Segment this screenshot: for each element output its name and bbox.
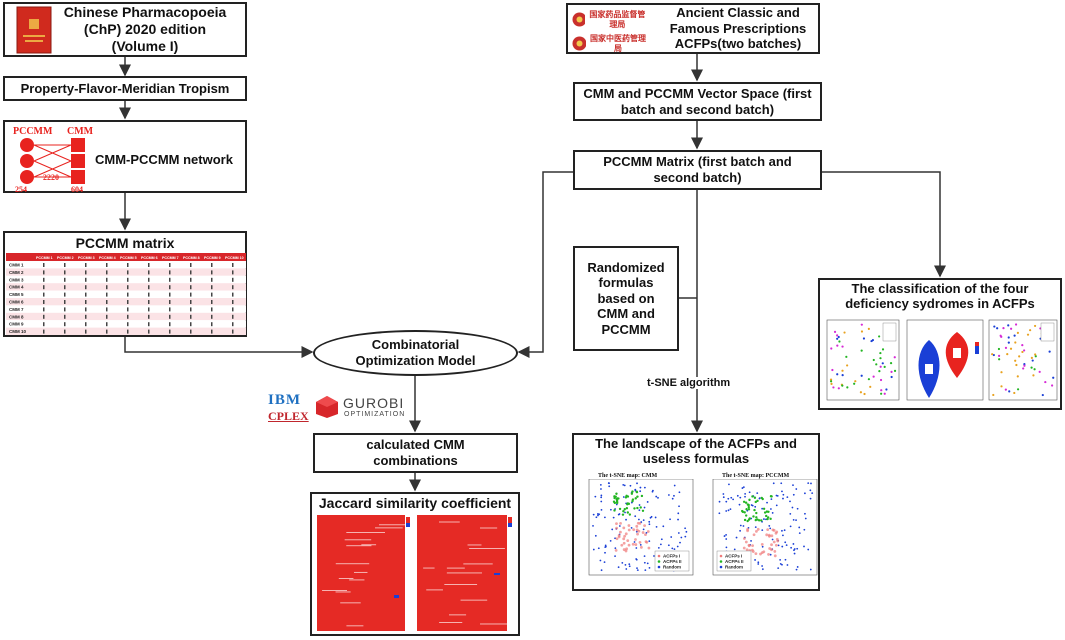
arrow-pccmm-to-optimization bbox=[517, 171, 573, 358]
gurobi-label: GUROBI bbox=[343, 395, 405, 411]
classification-title: The classification of the four deficienc… bbox=[845, 281, 1035, 311]
tsne-legend-entry: ACFPs I bbox=[663, 554, 680, 559]
property-box: Property-Flavor-Meridian Tropism bbox=[3, 76, 247, 101]
matrix-col-header: PCCMM 9 bbox=[204, 256, 221, 260]
matrix-col-header: PCCMM 2 bbox=[57, 256, 74, 260]
matrix-col-header: PCCMM 7 bbox=[162, 256, 179, 260]
matrix-row-header: CMM 4 bbox=[9, 285, 24, 290]
randomized-label: Randomized formulas based on CMM and PCC… bbox=[587, 259, 665, 337]
property-box-label: Property-Flavor-Meridian Tropism bbox=[20, 80, 230, 96]
matrix-col-header: PCCMM 6 bbox=[141, 256, 158, 260]
classification-box: The classification of the four deficienc… bbox=[818, 278, 1062, 410]
logo-nmpa: 国家药品监督管理局 bbox=[589, 10, 646, 29]
calculated-box: calculated CMM combinations bbox=[313, 433, 518, 473]
matrix-row-header: CMM 3 bbox=[9, 277, 24, 282]
matrix-row-header: CMM 9 bbox=[9, 322, 24, 327]
agency-logos: 国家药品监督管理局 国家中医药管理局 bbox=[572, 10, 648, 53]
logo-natcm: 国家中医药管理局 bbox=[590, 34, 647, 53]
network-box-title: CMM-PCCMM network bbox=[95, 152, 233, 167]
optimization-label: Combinatorial Optimization Model bbox=[355, 336, 476, 368]
network-box: PCCMM CMM 254 2220 604 CMM-PCCMM network bbox=[3, 120, 247, 193]
ibm-label: IBM bbox=[268, 392, 301, 408]
randomized-box: Randomized formulas based on CMM and PCC… bbox=[573, 246, 679, 351]
pccmm-matrix-box: PCCMM Matrix (first batch and second bat… bbox=[573, 150, 822, 190]
matrix-col-header: PCCMM 10 bbox=[225, 256, 244, 260]
jaccard-heatmaps bbox=[317, 515, 516, 631]
matrix-col-header: PCCMM 8 bbox=[183, 256, 200, 260]
arrow-pccmm-to-classification bbox=[822, 171, 946, 278]
matrix-col-header: PCCMM 3 bbox=[78, 256, 95, 260]
tsne-legend-entry: ACFPs II bbox=[725, 559, 744, 564]
tsne-legend-entry: Random bbox=[725, 565, 743, 570]
chp-box: Chinese Pharmacopoeia (ChP) 2020 edition… bbox=[3, 2, 247, 57]
gurobi-sub-label: OPTIMIZATION bbox=[344, 411, 406, 418]
matrix-row-header: CMM 2 bbox=[9, 270, 24, 275]
gurobi-cube-icon bbox=[316, 396, 338, 418]
jaccard-box: Jaccard similarity coefficient bbox=[310, 492, 520, 636]
arrow-matrix-to-optimization bbox=[124, 337, 314, 358]
tsne-label: t-SNE algorithm bbox=[645, 377, 733, 389]
matrix-row-header: CMM 8 bbox=[9, 314, 24, 319]
network-left-label: PCCMM bbox=[13, 126, 53, 137]
matrix-col-header: PCCMM 5 bbox=[120, 256, 137, 260]
landscape-title: The landscape of the ACFPs and useless f… bbox=[595, 436, 797, 466]
network-right-label: CMM bbox=[67, 126, 94, 137]
tsne-pccmm-title: The t-SNE map: PCCMM bbox=[722, 473, 790, 479]
matrix-col-header: PCCMM 1 bbox=[36, 256, 53, 260]
matrix-row-header: CMM 6 bbox=[9, 300, 24, 305]
ancient-box: 国家药品监督管理局 国家中医药管理局 Ancient Classic and F… bbox=[566, 3, 820, 54]
landscape-box: The landscape of the ACFPs and useless f… bbox=[572, 433, 820, 591]
cplex-label: CPLEX bbox=[268, 409, 309, 423]
matrix-row-header: CMM 10 bbox=[9, 329, 26, 334]
matrix-col-header: PCCMM 4 bbox=[99, 256, 116, 260]
tsne-cmm-title: The t-SNE map: CMM bbox=[598, 473, 658, 479]
jaccard-title: Jaccard similarity coefficient bbox=[318, 495, 512, 511]
network-diagram: PCCMM CMM 254 2220 604 bbox=[13, 126, 94, 193]
pccmm-matrix-label: PCCMM Matrix (first batch and second bat… bbox=[603, 154, 792, 185]
matrix-box-title: PCCMM matrix bbox=[75, 235, 175, 251]
matrix-row-header: CMM 7 bbox=[9, 307, 24, 312]
matrix-row-header: CMM 1 bbox=[9, 263, 24, 268]
book-cover-icon bbox=[16, 6, 52, 54]
ibm-cplex-logo: IBM CPLEX bbox=[268, 392, 309, 426]
network-left-count: 254 bbox=[15, 185, 27, 193]
pccmm-matrix-table: PCCMM 1 PCCMM 2 PCCMM 3 PCCMM 4 PCCMM 5 PCCMM… bbox=[6, 253, 246, 335]
vector-space-box: CMM and PCCMM Vector Space (first batch … bbox=[573, 82, 822, 121]
chp-box-label: Chinese Pharmacopoeia (ChP) 2020 edition… bbox=[63, 4, 227, 54]
vector-space-label: CMM and PCCMM Vector Space (first batch … bbox=[583, 85, 812, 117]
optimization-ellipse: Combinatorial Optimization Model bbox=[313, 330, 518, 376]
network-middle-count: 2220 bbox=[43, 173, 59, 182]
matrix-row-header: CMM 5 bbox=[9, 292, 24, 297]
tsne-legend-entry: ACFPs I bbox=[725, 554, 742, 559]
ancient-box-label: Ancient Classic and Famous Prescriptions… bbox=[669, 5, 807, 52]
tsne-legend-entry: Random bbox=[663, 565, 681, 570]
network-right-count: 604 bbox=[71, 185, 83, 193]
classification-plots bbox=[826, 319, 1058, 401]
calculated-label: calculated CMM combinations bbox=[366, 437, 465, 468]
tsne-legend-entry: ACFPs II bbox=[663, 559, 682, 564]
